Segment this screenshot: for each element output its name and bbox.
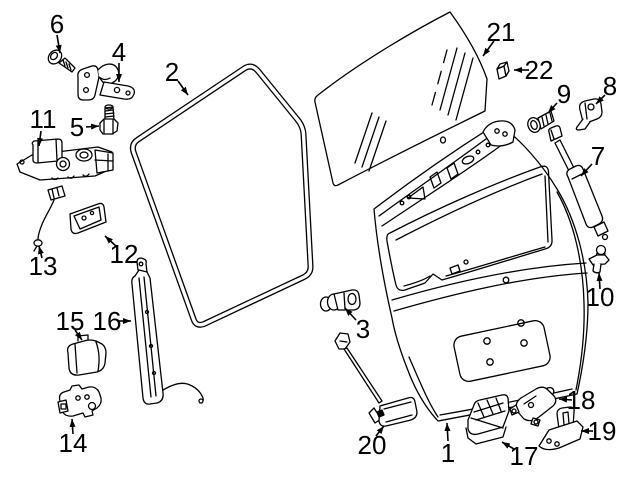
wiring-grommet (33, 185, 66, 252)
callout-label-13: 13 (28, 251, 58, 281)
callout-arrow-5 (85, 123, 100, 130)
latch-release-actuator (16, 138, 114, 181)
mount-bracket (69, 202, 107, 235)
callout-arrow-9 (547, 102, 558, 114)
callout-arrow-14 (69, 418, 76, 435)
callout-arrow-20 (375, 425, 385, 437)
ball-stud-lower (588, 244, 610, 274)
glass-spacer (496, 61, 510, 80)
hinge-bolt (99, 104, 119, 135)
callout-label-4: 4 (111, 37, 127, 67)
callout-arrow-21 (482, 40, 495, 57)
callout-arrow-3 (344, 307, 357, 321)
side-trim-channel (131, 257, 204, 405)
callout-label-2: 2 (164, 57, 180, 87)
callout-label-7: 7 (590, 141, 606, 171)
license-lamp-housing (465, 394, 510, 445)
callout-label-9: 9 (556, 79, 572, 109)
callout-label-20: 20 (357, 430, 387, 460)
callout-label-21: 21 (486, 17, 516, 47)
callout-arrow-10 (596, 272, 603, 290)
liftgate-panel (373, 120, 589, 422)
callout-arrow-15 (74, 329, 83, 341)
callout-arrow-8 (595, 94, 606, 105)
callout-label-6: 6 (49, 9, 65, 39)
callout-label-14: 14 (58, 428, 88, 458)
liftgate-hinge (77, 63, 136, 101)
callout-arrow-17 (501, 441, 515, 450)
callout-arrow-18 (558, 396, 573, 403)
callout-label-8: 8 (602, 71, 618, 101)
callout-label-10: 10 (585, 282, 615, 312)
callout-label-17: 17 (509, 441, 539, 471)
lock-actuator (509, 386, 557, 427)
lock-cylinder (319, 289, 361, 312)
callout-arrow-7 (580, 163, 593, 177)
callout-arrow-2 (177, 80, 189, 96)
callout-arrow-11 (37, 130, 44, 147)
weatherstrip-seal (129, 63, 314, 328)
callout-arrow-1 (444, 422, 451, 442)
hinge-screw (47, 49, 76, 73)
callout-label-15: 15 (55, 306, 85, 336)
latch-cover (66, 334, 107, 376)
lock-rod (334, 332, 418, 427)
striker-bracket (538, 406, 584, 451)
callout-label-3: 3 (355, 314, 371, 344)
callout-label-16: 16 (92, 306, 122, 336)
callout-arrow-6 (55, 34, 62, 54)
latch-assembly (57, 384, 102, 418)
callout-label-12: 12 (109, 239, 139, 269)
lift-support-bracket (575, 98, 603, 131)
callout-label-5: 5 (69, 112, 85, 142)
callout-label-18: 18 (566, 385, 596, 415)
rear-glass (314, 11, 488, 187)
ball-stud-upper (527, 110, 555, 133)
callout-arrow-13 (38, 245, 44, 259)
glass-reflection-lines (354, 47, 474, 172)
callout-arrows (37, 34, 606, 450)
gas-lift-support (548, 125, 609, 241)
callout-label-22: 22 (524, 55, 554, 85)
callout-arrow-12 (104, 235, 118, 248)
callout-label-1: 1 (440, 438, 456, 468)
callout-label-11: 11 (29, 104, 57, 134)
callout-label-19: 19 (587, 416, 617, 446)
